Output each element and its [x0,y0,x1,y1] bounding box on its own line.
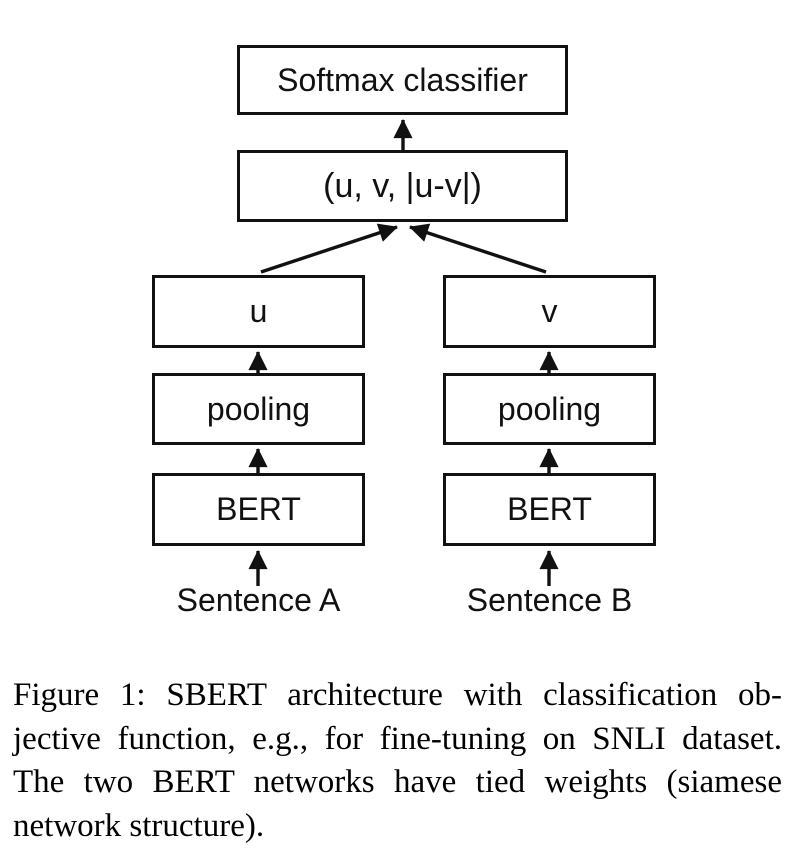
bert-left-box: BERT [152,473,365,546]
u-box: u [152,275,365,348]
sentence-a-label: Sentence A [176,582,341,618]
bert-right-box: BERT [443,473,656,546]
u-label: u [249,293,268,329]
pooling-right-box: pooling [443,373,656,445]
pooling-right-label: pooling [497,390,602,427]
pooling-left-label: pooling [206,390,311,427]
v-box: v [443,275,656,348]
bert-left-label: BERT [216,491,301,527]
bert-right-label: BERT [507,491,592,527]
softmax-classifier-label: Softmax classifier [277,61,528,98]
concat-box: (u, v, |u-v|) [237,150,568,222]
arrow-u-to-concat [260,223,398,274]
caption-line: Figure 1: SBERT architecture with classi… [13,677,782,713]
figure-caption: Figure 1: SBERT architecture with classi… [13,674,782,848]
arrow-v-to-concat [409,223,547,274]
pooling-left-box: pooling [152,373,365,445]
sentence-b-label: Sentence B [466,582,633,618]
concat-label: (u, v, |u-v|) [323,166,482,205]
caption-line: jective function, e.g., for fine-tuning … [13,720,782,757]
caption-line: network structure). [13,807,265,844]
caption-line: The two BERT networks have tied weights … [13,764,782,800]
v-label: v [541,293,558,329]
softmax-classifier-box: Softmax classifier [237,45,568,115]
